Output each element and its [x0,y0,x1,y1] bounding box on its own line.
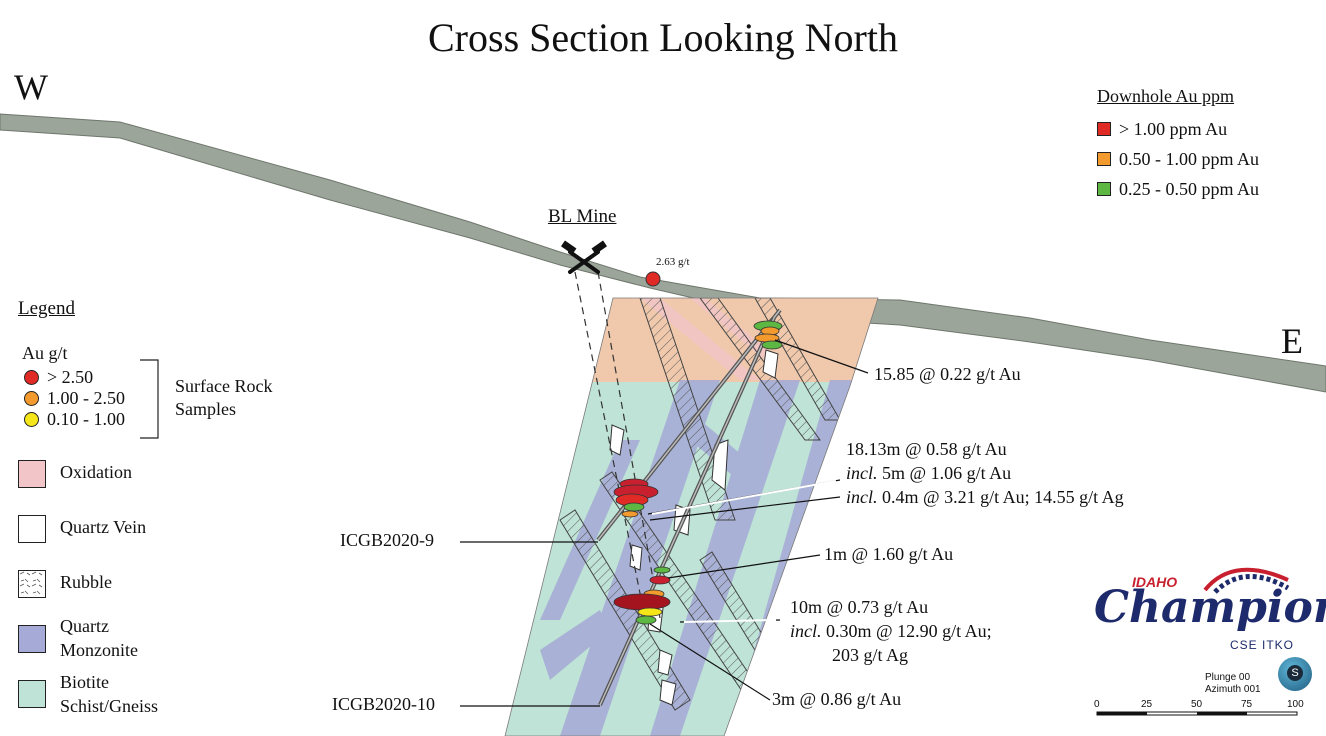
logo-ticker: CSE ITKO [1230,638,1295,652]
downhole-legend: > 1.00 ppm Au 0.50 - 1.00 ppm Au 0.25 - … [1097,114,1259,204]
east-label: E [1281,321,1303,361]
swatch-rubble [18,570,46,598]
unit-quartz-vein: Quartz Vein [60,517,147,537]
intercept-d-line1: 10m @ 0.73 g/t Au [790,597,929,617]
surface-sample-label: 2.63 g/t [656,256,690,268]
au-legend-label: 1.00 - 2.50 [47,388,125,408]
swatch-biotite-schist [18,680,46,708]
unit-biotite-schist: Biotite Schist/Gneiss [60,670,158,718]
unit-quartz-monzonite: Quartz Monzonite [60,614,138,662]
incl-label: incl. [846,487,878,507]
scale-tick-25: 25 [1141,699,1153,710]
swatch-quartz-monzonite [18,625,46,653]
surface-rock-samples-label: Surface Rock Samples [175,375,272,421]
scale-tick-75: 75 [1241,699,1253,710]
downhole-legend-label: 0.25 - 0.50 ppm Au [1119,178,1260,199]
idaho-champion-logo: IDAHO Champion CSE ITKO [1090,560,1326,660]
intercept-b-line3-text: 0.4m @ 3.21 g/t Au; 14.55 g/t Ag [877,487,1124,507]
orientation-s-icon: S [1287,665,1303,681]
intercept-d-line2-text: 0.30m @ 12.90 g/t Au; [821,621,992,641]
azimuth-label: Azimuth 001 [1205,684,1261,695]
assay-discs-upper [753,320,783,350]
unit-name-line1: Biotite [60,672,109,692]
au-header: Au g/t [22,343,68,363]
unit-name-line2: Schist/Gneiss [60,696,159,716]
downhole-legend-item: 0.50 - 1.00 ppm Au [1097,144,1259,174]
au-legend-label: > 2.50 [47,367,94,387]
logo-top: IDAHO [1132,574,1178,590]
west-label: W [14,67,48,107]
legend-title: Legend [18,298,75,319]
intercept-b-line3: incl. 0.4m @ 3.21 g/t Au; 14.55 g/t Ag [846,485,1124,509]
logo-name: Champion [1094,582,1326,633]
hole-name-icgb2020-9: ICGB2020-9 [340,530,434,550]
unit-oxidation: Oxidation [60,462,132,482]
intercept-b-line1: 18.13m @ 0.58 g/t Au [846,439,1007,459]
assay-discs-icgb2020-10 [613,566,671,625]
au-legend: > 2.50 1.00 - 2.50 0.10 - 1.00 [24,367,125,430]
au-legend-item: 1.00 - 2.50 [24,388,125,409]
au-legend-item: > 2.50 [24,367,125,388]
rubble-pattern-icon [19,571,44,596]
intercept-c: 1m @ 1.60 g/t Au [824,544,954,564]
downhole-legend-label: 0.50 - 1.00 ppm Au [1119,148,1260,169]
swatch-quartz-vein [18,515,46,543]
scale-tick-100: 100 [1287,699,1304,710]
scale-tick-50: 50 [1191,699,1203,710]
hole-name-icgb2020-10: ICGB2020-10 [332,694,435,714]
topography-band [0,113,1326,393]
legend-swatch-orange [1097,152,1111,166]
au-dot-red [24,370,39,385]
au-dot-yellow [24,412,39,427]
plunge-label: Plunge 00 [1205,672,1251,683]
unit-name-line2: Monzonite [60,640,138,660]
incl-label: incl. [846,463,878,483]
unit-name-line1: Quartz [60,616,109,636]
unit-rubble: Rubble [60,572,112,592]
downhole-legend-item: > 1.00 ppm Au [1097,114,1259,144]
intercept-b-line2: incl. 5m @ 1.06 g/t Au [846,461,1124,485]
intercept-d: 10m @ 0.73 g/t Au incl. 0.30m @ 12.90 g/… [790,595,992,667]
downhole-legend-label: > 1.00 ppm Au [1119,118,1228,139]
intercept-b-line2-text: 5m @ 1.06 g/t Au [877,463,1012,483]
intercept-d-line3: 203 g/t Ag [832,645,909,665]
swatch-oxidation [18,460,46,488]
legend-swatch-red [1097,122,1111,136]
au-dot-orange [24,391,39,406]
orientation-globe-icon: S [1278,657,1312,691]
surface-sample-dot [645,271,661,287]
scale-bar-graphic [1096,711,1298,716]
au-legend-item: 0.10 - 1.00 [24,409,125,430]
mine-label: BL Mine [548,206,617,227]
legend-swatch-green [1097,182,1111,196]
page-title: Cross Section Looking North [428,15,898,60]
au-legend-label: 0.10 - 1.00 [47,409,125,429]
bracket-label-line2: Samples [175,399,236,419]
downhole-legend-title: Downhole Au ppm [1097,86,1234,106]
intercept-e: 3m @ 0.86 g/t Au [772,689,902,709]
intercept-d-line2: incl. 0.30m @ 12.90 g/t Au; [790,619,992,643]
incl-label: incl. [790,621,822,641]
scale-tick-0: 0 [1094,699,1100,710]
intercept-a: 15.85 @ 0.22 g/t Au [874,364,1021,384]
bracket-label-line1: Surface Rock [175,376,273,396]
downhole-legend-item: 0.25 - 0.50 ppm Au [1097,174,1259,204]
assay-discs-icgb2020-9 [613,478,659,518]
view-info: Plunge 00 Azimuth 001 [1205,672,1261,696]
checkered-flag-icon [1203,567,1290,594]
mine-symbol [560,240,608,274]
intercept-b: 18.13m @ 0.58 g/t Au incl. 5m @ 1.06 g/t… [846,437,1124,509]
